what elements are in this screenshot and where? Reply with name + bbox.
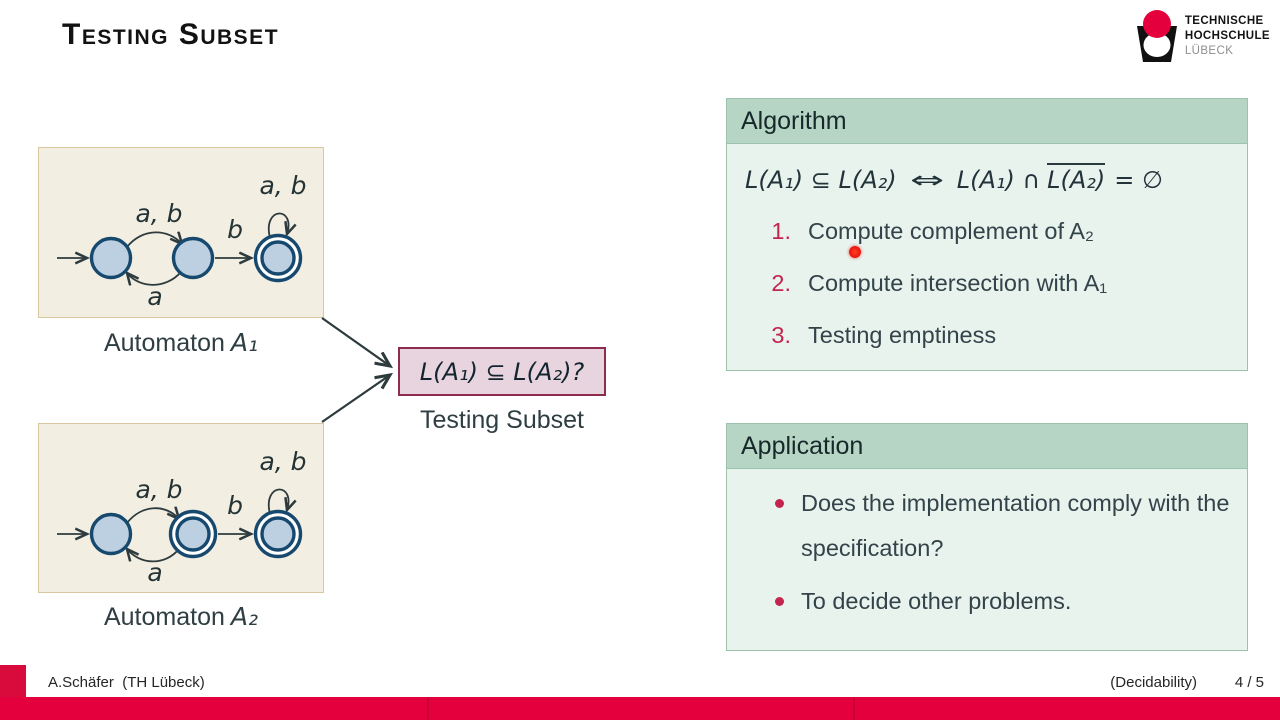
automaton-1-diagram: a, b a b a, b [57,171,307,311]
step-number: 3. [771,322,791,348]
edge-label: a, b [259,171,306,200]
step-text: Compute intersection with A₁ [808,270,1108,296]
edge-label: b [227,215,243,244]
algorithm-step: 3. Testing emptiness [743,320,1231,351]
automaton-1-box: a, b a b a, b [38,147,324,318]
bullet-dot-icon [775,597,784,606]
logo-line-1: TECHNISCHE [1184,15,1264,27]
logo-line-3: LÜBECK [1184,45,1234,57]
algorithm-block: Algorithm L(A₁) ⊆ L(A₂)⇔L(A₁) ∩L(A₂)= ∅ … [726,98,1248,371]
footer-bar-seam [853,697,855,720]
application-block-title: Application [727,424,1247,469]
state-circle [171,236,215,280]
automaton-2-box: a, b a b a, b [38,423,324,593]
bullet-item: Does the implementation comply with the … [743,481,1231,571]
bullet-text: To decide other problems. [801,588,1072,614]
footer-bar-seam [427,697,429,720]
footer-red-bar [0,697,1280,720]
edge-label: a [147,558,162,587]
edge-label: a, b [135,475,182,504]
application-bullets: Does the implementation comply with the … [727,469,1247,624]
algorithm-step: 2. Compute intersection with A₁ [743,268,1231,299]
footer-section: (Decidability) [1110,674,1197,691]
state-circle [89,512,133,556]
subset-question-box: L(A₁) ⊆ L(A₂)? [398,347,606,396]
step-number: 2. [771,270,791,296]
th-luebeck-logo: TECHNISCHE HOCHSCHULE LÜBECK [1135,8,1270,64]
edge-label: b [227,491,243,520]
state-circle [89,236,133,280]
step-text: Compute complement of A₂ [808,218,1095,244]
bullet-dot-icon [775,499,784,508]
th-luebeck-logo-icon [1135,8,1179,64]
subset-formula: L(A₁) ⊆ L(A₂)? [419,357,585,386]
automaton-2-diagram: a, b a b a, b [57,447,307,587]
step-number: 1. [771,218,791,244]
footer-page-number: 4 / 5 [1234,674,1264,691]
converging-arrows [321,317,410,423]
footer-red-square [0,665,26,697]
algorithm-block-title: Algorithm [727,99,1247,144]
edge-label: a, b [259,447,306,476]
subset-iff-formula: L(A₁) ⊆ L(A₂)⇔L(A₁) ∩L(A₂)= ∅ [745,163,1231,194]
bullet-text: Does the implementation comply with the … [801,490,1230,561]
subset-caption: Testing Subset [420,406,584,434]
algorithm-steps: 1. Compute complement of A₂ 2. Compute i… [743,216,1231,351]
laser-pointer-dot [849,246,861,258]
logo-line-2: HOCHSCHULE [1184,30,1270,42]
iff-arrow: ⇔ [909,166,944,194]
step-text: Testing emptiness [808,322,997,348]
page-title: Testing Subset [62,18,280,51]
footer-author: A.Schäfer (TH Lübeck) [48,674,205,691]
bullet-item: To decide other problems. [743,579,1231,624]
overlined-complement: L(A₂) [1047,163,1106,194]
application-block: Application Does the implementation comp… [726,423,1248,651]
algorithm-step: 1. Compute complement of A₂ [743,216,1231,247]
edge-label: a [147,282,162,311]
logo-text: TECHNISCHE HOCHSCHULE LÜBECK [1185,8,1270,59]
edge-label: a, b [135,199,182,228]
